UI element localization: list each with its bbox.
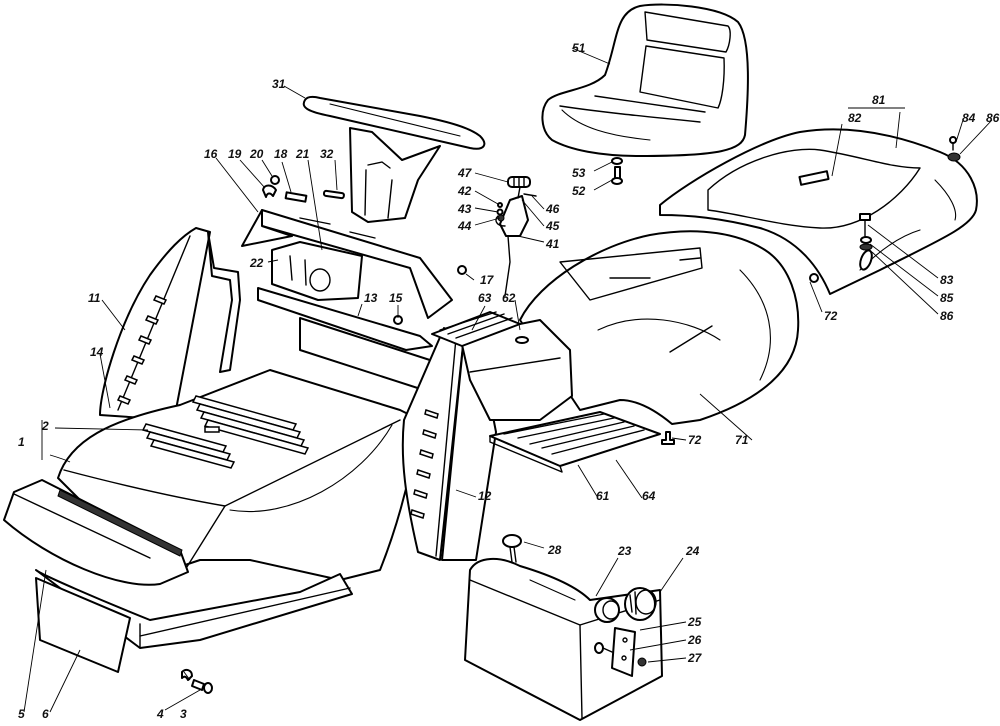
callout-32: 32	[320, 147, 334, 161]
callout-86-side: 86	[940, 309, 954, 323]
callout-64: 64	[642, 489, 656, 503]
callout-25: 25	[687, 615, 702, 629]
callout-17: 17	[480, 273, 495, 287]
callout-62: 62	[502, 291, 516, 305]
cover-washer	[947, 152, 961, 162]
callout-31: 31	[272, 77, 286, 91]
grommet	[661, 431, 675, 445]
callout-22: 22	[249, 256, 264, 270]
callout-11: 11	[88, 291, 101, 305]
callout-85: 85	[940, 291, 954, 305]
rivet	[809, 273, 819, 283]
callout-3: 3	[180, 707, 187, 721]
fuel-cap	[624, 587, 657, 621]
clip-nut	[181, 668, 193, 681]
steering-wheel	[302, 95, 486, 223]
callout-71: 71	[735, 433, 749, 447]
callout-46: 46	[545, 202, 560, 216]
callout-4: 4	[156, 707, 164, 721]
screw	[270, 175, 280, 185]
callout-61: 61	[596, 489, 610, 503]
callout-63: 63	[478, 291, 492, 305]
callout-13: 13	[364, 291, 378, 305]
callout-44: 44	[457, 219, 472, 233]
callout-41: 41	[545, 237, 560, 251]
callout-83: 83	[940, 273, 954, 287]
switch-housing	[271, 241, 363, 301]
tank-bracket	[611, 627, 636, 677]
callout-72-lower: 72	[688, 433, 702, 447]
callout-6: 6	[42, 707, 49, 721]
callout-14: 14	[90, 345, 104, 359]
callout-18: 18	[274, 147, 288, 161]
callout-52: 52	[572, 184, 586, 198]
tank-nut	[637, 657, 647, 667]
left-side-panel	[99, 227, 211, 421]
floor-mat-rear	[489, 411, 661, 473]
bolt	[191, 679, 213, 694]
grille	[3, 479, 189, 586]
tank-neck-cap	[594, 597, 620, 623]
callout-42: 42	[457, 184, 472, 198]
callout-26: 26	[687, 633, 702, 647]
callout-53: 53	[572, 166, 586, 180]
seat	[541, 3, 749, 157]
callout-45: 45	[545, 219, 560, 233]
small-nut	[497, 214, 505, 222]
floor-mat-front	[431, 311, 521, 347]
callout-15: 15	[389, 291, 403, 305]
pin-46	[523, 193, 537, 197]
cover-bolt	[859, 213, 871, 237]
callout-72-upper: 72	[824, 309, 838, 323]
callout-43: 43	[457, 202, 472, 216]
left-inner-bracket	[207, 231, 241, 373]
tank-bolt	[594, 642, 613, 654]
nut	[457, 265, 467, 275]
callout-81: 81	[872, 93, 886, 107]
hood-vents	[141, 395, 310, 469]
cover-screw	[949, 136, 957, 151]
dash-panel	[241, 209, 453, 319]
callout-5: 5	[18, 707, 25, 721]
callout-27: 27	[687, 651, 703, 665]
callout-19: 19	[228, 147, 242, 161]
seat-bolt	[611, 166, 623, 185]
callout-21: 21	[295, 147, 310, 161]
callout-20: 20	[249, 147, 264, 161]
leader-lines	[23, 47, 993, 713]
callout-84: 84	[962, 111, 976, 125]
callout-2: 2	[41, 419, 49, 433]
callout-86-top: 86	[986, 111, 1000, 125]
callout-16: 16	[204, 147, 218, 161]
rear-cover	[659, 128, 978, 295]
small-washer	[496, 208, 504, 216]
bracket	[284, 191, 308, 203]
callout-28: 28	[547, 543, 562, 557]
center-console	[459, 319, 573, 421]
washer	[860, 236, 872, 244]
fastener-clip	[262, 184, 277, 198]
washer-rubber	[859, 243, 873, 251]
callout-24: 24	[685, 544, 700, 558]
fuel-gauge	[502, 534, 522, 563]
callout-12: 12	[478, 489, 492, 503]
callout-82: 82	[848, 111, 862, 125]
seat-washer	[611, 157, 623, 165]
rear-fender	[519, 230, 800, 425]
callout-51: 51	[572, 41, 586, 55]
callout-23: 23	[617, 544, 632, 558]
pin	[322, 189, 345, 200]
callout-47: 47	[457, 166, 473, 180]
callout-1: 1	[18, 435, 25, 449]
small-screw	[497, 202, 503, 208]
callout-labels: 1 2 3 4 5 6 11 12 13 14 15 16 17 18 19 2…	[18, 41, 1000, 721]
